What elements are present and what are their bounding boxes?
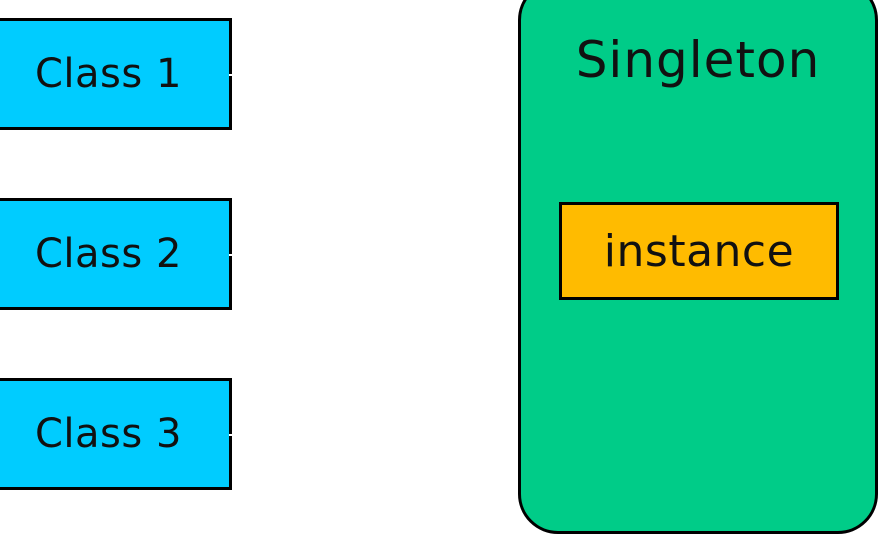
class-2-label: Class 2 [35, 231, 182, 277]
connector-stub [229, 74, 235, 76]
class-3-label: Class 3 [35, 411, 182, 457]
class-1-box: Class 1 [0, 18, 235, 130]
singleton-title: Singleton [575, 31, 821, 89]
instance-box: instance [559, 202, 839, 300]
instance-label: instance [603, 225, 795, 277]
class-1-label: Class 1 [35, 51, 182, 97]
connector-stub [229, 254, 235, 256]
singleton-box: Singleton instance [518, 0, 878, 534]
class-2-box: Class 2 [0, 198, 235, 310]
connector-stub [229, 434, 235, 436]
class-3-box: Class 3 [0, 378, 235, 490]
